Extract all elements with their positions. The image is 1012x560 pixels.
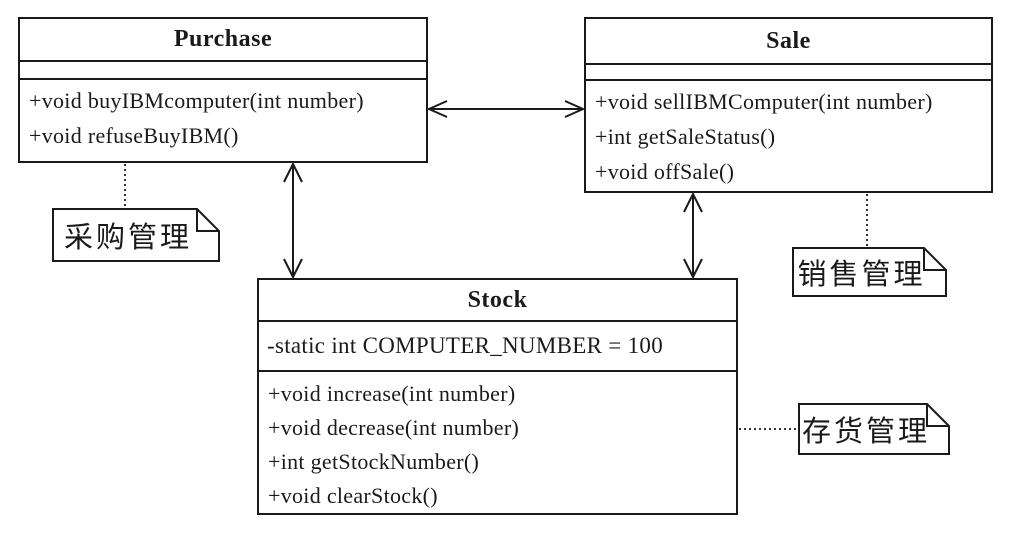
class-stock: Stock -static int COMPUTER_NUMBER = 100 … — [257, 278, 738, 515]
note-text: 存货管理 — [801, 416, 930, 448]
method: +int getSaleStatus() — [595, 124, 776, 149]
note-fold-corner-icon — [923, 247, 947, 271]
class-stock-name: Stock — [259, 280, 736, 322]
class-sale: Sale +void sellIBMComputer(int number) +… — [584, 17, 993, 193]
class-purchase-methods: +void buyIBMcomputer(int number) +void r… — [20, 80, 426, 161]
note-purchase-management: 采购管理 — [52, 208, 220, 262]
class-purchase-name: Purchase — [20, 19, 426, 62]
note-text: 采购管理 — [63, 222, 192, 254]
method: +void clearStock() — [268, 483, 438, 508]
class-stock-attribute-computer-number: -static int COMPUTER_NUMBER = 100 — [259, 322, 736, 372]
sale-stock-association — [683, 191, 703, 280]
method: +void decrease(int number) — [268, 415, 520, 440]
note-stock-management: 存货管理 — [798, 403, 950, 455]
note-sale-management: 销售管理 — [792, 247, 947, 297]
method: +void refuseBuyIBM() — [29, 123, 239, 148]
class-sale-attributes — [586, 65, 991, 81]
note-text: 销售管理 — [797, 259, 926, 291]
purchase-sale-association — [426, 100, 586, 118]
note-fold-corner-icon — [196, 208, 220, 232]
class-sale-methods: +void sellIBMComputer(int number) +int g… — [586, 81, 991, 191]
method: +int getStockNumber() — [268, 449, 480, 474]
method: +void increase(int number) — [268, 381, 516, 406]
purchase-stock-association — [283, 161, 303, 280]
class-stock-methods: +void increase(int number) +void decreas… — [259, 372, 736, 513]
method: +void buyIBMcomputer(int number) — [29, 88, 364, 113]
class-sale-name: Sale — [586, 19, 991, 65]
method: +void sellIBMComputer(int number) — [595, 89, 933, 114]
class-purchase-attributes — [20, 62, 426, 80]
method: +void offSale() — [595, 159, 735, 184]
class-purchase: Purchase +void buyIBMcomputer(int number… — [18, 17, 428, 163]
